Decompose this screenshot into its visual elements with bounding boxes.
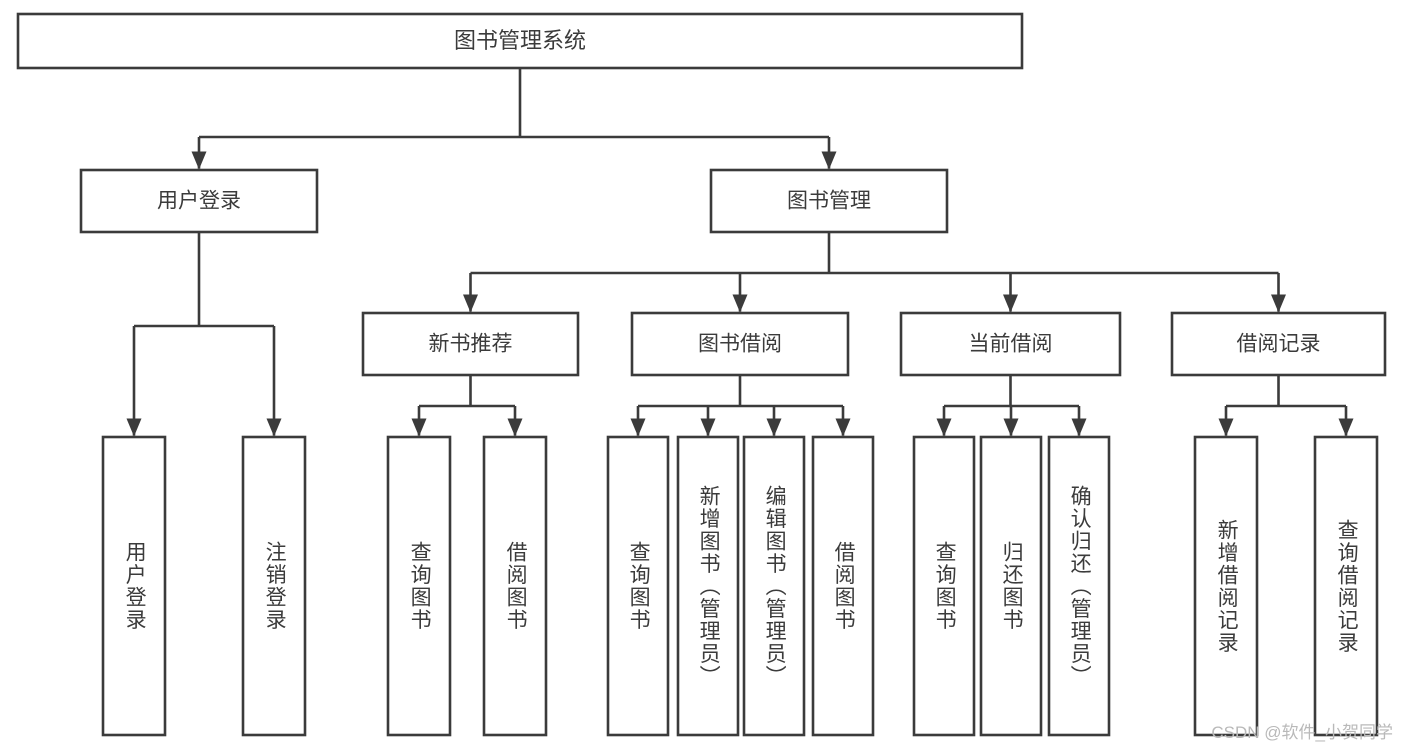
arrow-head-icon bbox=[1338, 418, 1354, 437]
node-box-leaf-user-login[interactable] bbox=[101, 435, 167, 737]
node-box-borrow-record[interactable] bbox=[1170, 311, 1387, 377]
node-label-book-borrow: 图书借阅 bbox=[698, 333, 782, 356]
node-boxes-layer bbox=[16, 12, 1387, 737]
arrow-head-icon bbox=[411, 418, 427, 437]
node-box-book-manage[interactable] bbox=[709, 168, 949, 234]
node-box-leaf-borrow-book-1[interactable] bbox=[482, 435, 548, 737]
arrow-head-icon bbox=[1271, 294, 1286, 313]
arrow-head-icon bbox=[1003, 294, 1018, 313]
arrow-head-icon bbox=[126, 418, 142, 437]
node-box-leaf-query-record[interactable] bbox=[1313, 435, 1379, 737]
node-box-leaf-borrow-book-2[interactable] bbox=[811, 435, 875, 737]
node-label-current-borrow: 当前借阅 bbox=[969, 333, 1053, 356]
node-label-book-manage: 图书管理 bbox=[787, 190, 871, 213]
node-box-leaf-add-record[interactable] bbox=[1193, 435, 1259, 737]
node-box-leaf-query-book-1[interactable] bbox=[386, 435, 452, 737]
node-box-new-book-recommend[interactable] bbox=[361, 311, 580, 377]
node-box-leaf-logout-login[interactable] bbox=[241, 435, 307, 737]
arrow-head-icon bbox=[266, 418, 282, 437]
arrow-head-icon bbox=[463, 294, 478, 313]
node-label-borrow-record: 借阅记录 bbox=[1237, 333, 1321, 356]
arrow-head-icon bbox=[732, 294, 748, 313]
node-box-leaf-query-book-3[interactable] bbox=[912, 435, 976, 737]
arrow-head-icon bbox=[1003, 418, 1019, 437]
csdn-watermark: CSDN @软件_小贺同学 bbox=[1211, 723, 1393, 742]
arrow-head-icon bbox=[1218, 418, 1234, 437]
node-box-root[interactable] bbox=[16, 12, 1024, 70]
node-label-user-login: 用户登录 bbox=[157, 190, 241, 213]
arrow-head-icon bbox=[766, 418, 782, 437]
connectors-layer bbox=[126, 68, 1354, 437]
arrow-head-icon bbox=[1071, 418, 1087, 437]
node-box-leaf-return-book[interactable] bbox=[979, 435, 1043, 737]
arrow-head-icon bbox=[835, 418, 851, 437]
arrow-head-icon bbox=[700, 418, 716, 437]
arrow-head-icon bbox=[821, 151, 837, 170]
node-box-user-login[interactable] bbox=[79, 168, 319, 234]
node-box-leaf-query-book-2[interactable] bbox=[606, 435, 670, 737]
node-label-new-book-recommend: 新书推荐 bbox=[429, 333, 513, 356]
node-box-leaf-confirm-return[interactable] bbox=[1047, 435, 1111, 737]
arrow-head-icon bbox=[191, 151, 207, 170]
node-box-leaf-add-book[interactable] bbox=[676, 435, 740, 737]
arrow-head-icon bbox=[507, 418, 523, 437]
node-box-current-borrow[interactable] bbox=[899, 311, 1122, 377]
arrow-head-icon bbox=[936, 418, 952, 437]
node-label-root: 图书管理系统 bbox=[454, 28, 586, 53]
node-box-leaf-edit-book[interactable] bbox=[742, 435, 806, 737]
arrow-head-icon bbox=[630, 418, 646, 437]
node-box-book-borrow[interactable] bbox=[630, 311, 850, 377]
